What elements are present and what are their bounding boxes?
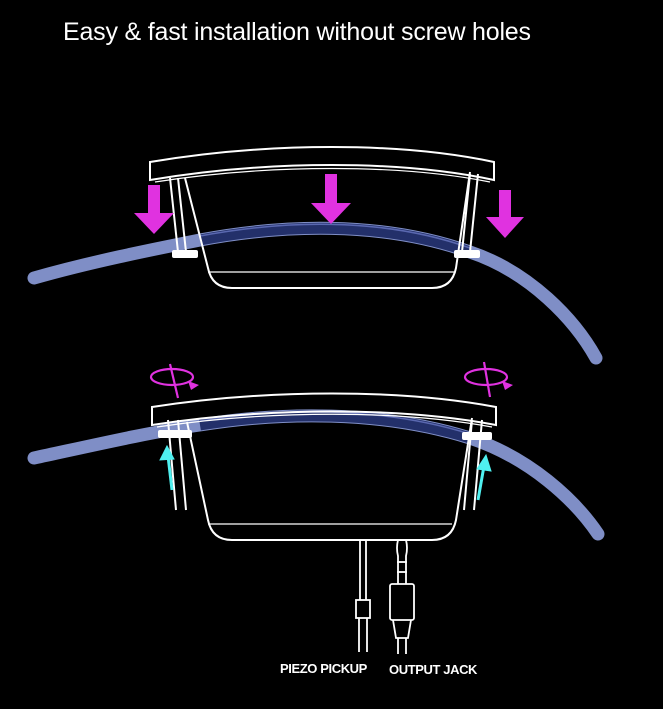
step-press-panel	[27, 146, 603, 365]
clamp-right-bottom	[462, 432, 492, 440]
step-tighten-panel	[27, 361, 605, 654]
down-arrow-icon	[134, 185, 174, 234]
clamp-left-top	[172, 250, 198, 258]
down-arrow-icon	[486, 190, 524, 238]
audio-plug-icon	[355, 540, 371, 652]
rotate-arrow-icon	[463, 361, 509, 398]
clamp-right-top	[454, 250, 480, 258]
pickup-housing-top	[149, 146, 495, 289]
clamp-left-bottom	[158, 430, 192, 438]
down-arrow-icon	[311, 174, 351, 224]
up-arrow-icon	[476, 453, 492, 501]
pickup-cable-bottom	[27, 409, 605, 541]
rotate-arrow-icon	[149, 363, 195, 399]
up-arrow-icon	[159, 444, 175, 491]
audio-plug-icon	[389, 539, 415, 654]
rotate-arrowhead	[502, 381, 513, 390]
piezo-pickup-label: PIEZO PICKUP	[280, 661, 367, 676]
output-jack-label: OUTPUT JACK	[389, 662, 478, 677]
rotate-arrowhead	[188, 381, 199, 390]
pickup-cable-top	[27, 221, 603, 365]
diagram-title: Easy & fast installation without screw h…	[63, 18, 531, 46]
